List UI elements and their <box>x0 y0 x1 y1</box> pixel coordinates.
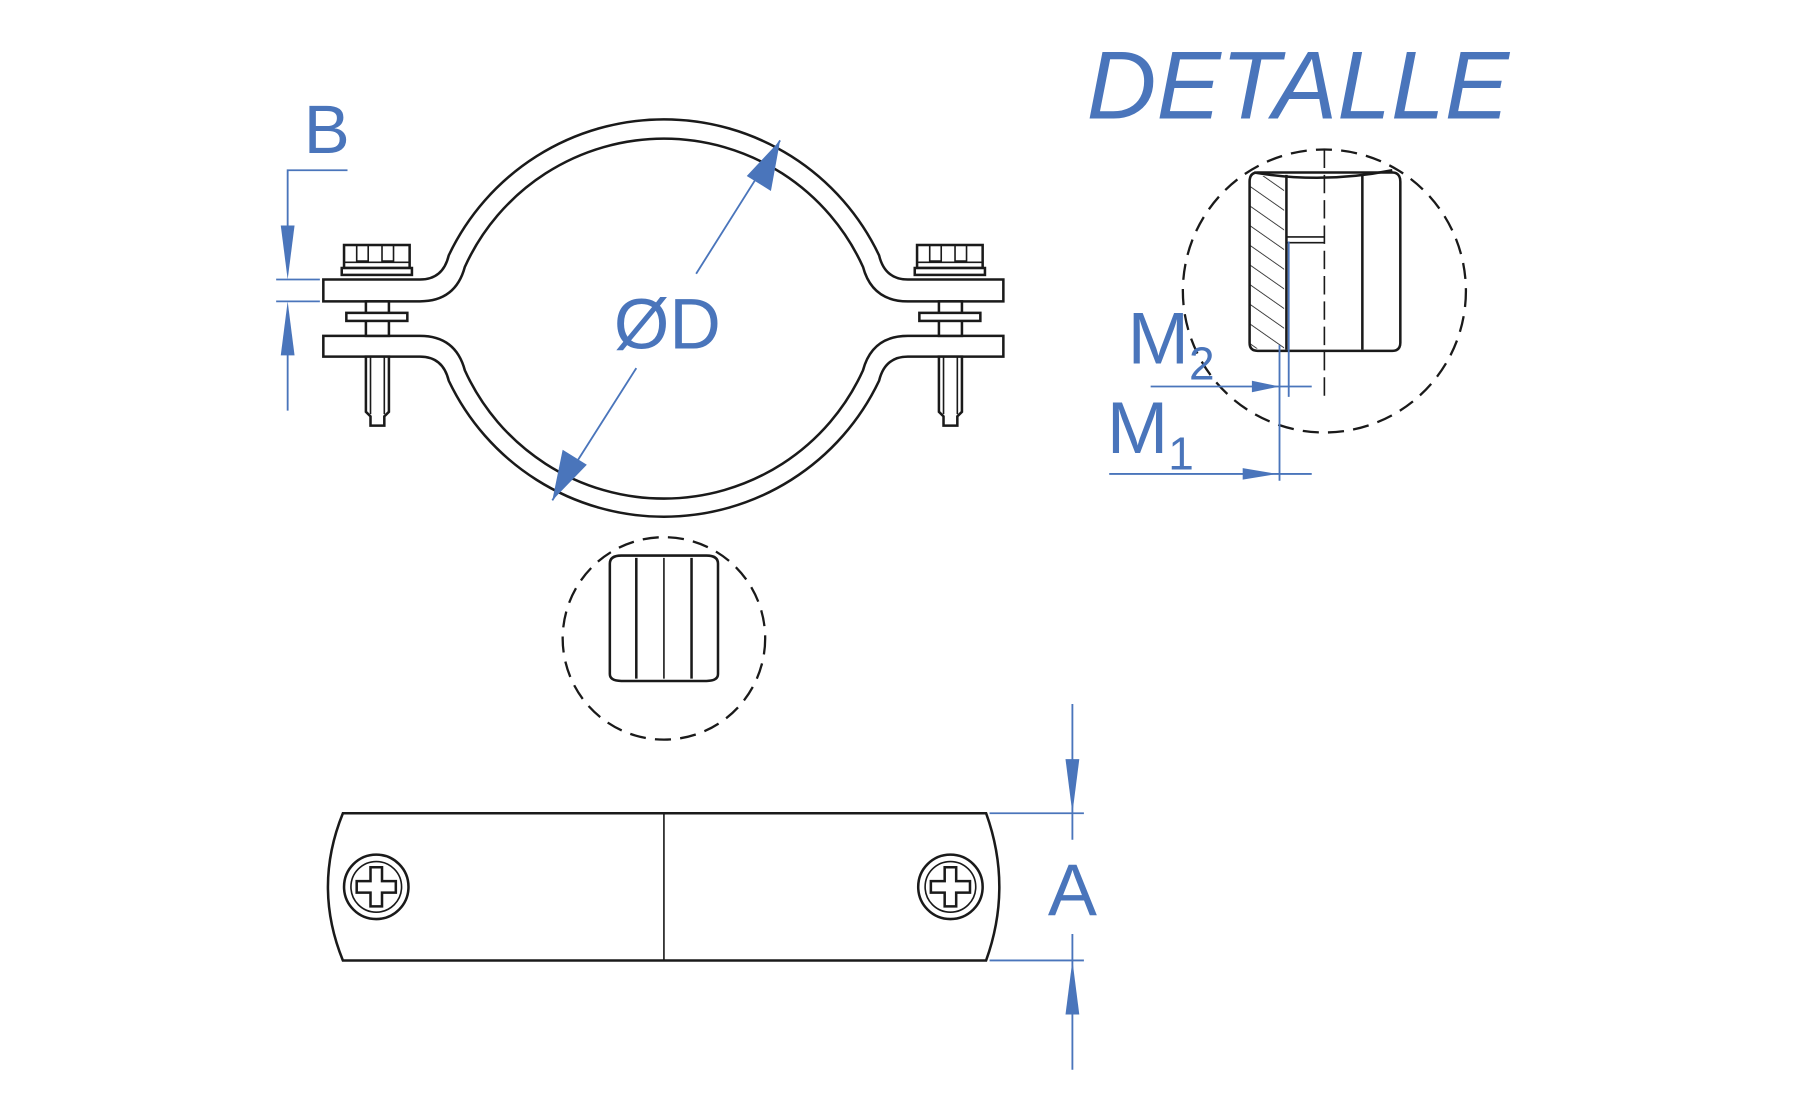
left-screw <box>340 243 414 427</box>
dimension-a: A <box>989 703 1097 1070</box>
detail-view: M2 M1 <box>1107 148 1468 481</box>
right-screw <box>913 243 987 427</box>
label-a: A <box>1048 849 1097 932</box>
clamp-top-view <box>326 811 1001 962</box>
detail-title: DETALLE <box>1087 32 1511 139</box>
label-m1: M1 <box>1107 386 1194 479</box>
dimension-b: B <box>276 91 350 411</box>
phillips-screw-left <box>342 853 410 921</box>
hex-nut <box>561 536 767 741</box>
dimension-diameter: ØD <box>551 139 781 501</box>
label-b: B <box>304 91 350 168</box>
phillips-screw-right <box>916 853 984 921</box>
label-diameter: ØD <box>614 285 721 365</box>
label-m2: M2 <box>1128 296 1215 389</box>
